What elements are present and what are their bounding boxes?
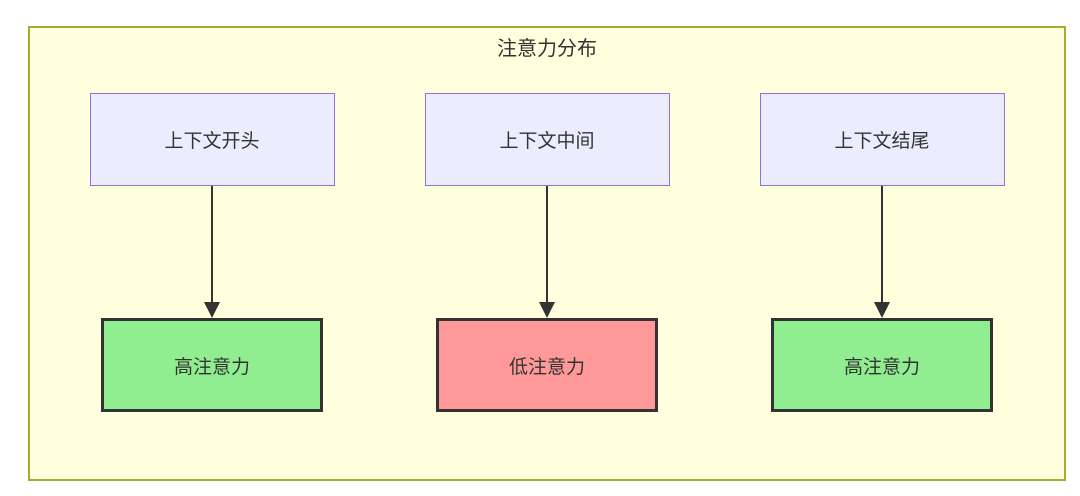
arrow-down-icon: [539, 186, 555, 318]
diagram-title: 注意力分布: [497, 38, 597, 60]
node-low-attention-label: 低注意力: [508, 356, 585, 378]
node-high-attention-left: 高注意力: [101, 318, 323, 412]
arrow-down-icon: [874, 186, 890, 318]
node-context-start: 上下文开头: [89, 93, 335, 186]
arrow-down-icon: [204, 186, 220, 318]
node-context-start-label: 上下文开头: [164, 131, 260, 152]
flow-column-context-start: 上下文开头 高注意力: [89, 93, 335, 412]
attention-distribution-group: 注意力分布 上下文开头 高注意力 上下文中间: [28, 26, 1066, 481]
node-low-attention: 低注意力: [436, 318, 658, 412]
flow-columns: 上下文开头 高注意力 上下文中间 低注意力: [30, 93, 1064, 412]
node-high-attention-right-label: 高注意力: [843, 356, 920, 378]
flow-column-context-middle: 上下文中间 低注意力: [424, 93, 670, 412]
node-context-end-label: 上下文结尾: [834, 131, 930, 152]
node-context-middle: 上下文中间: [424, 93, 670, 186]
flow-column-context-end: 上下文结尾 高注意力: [759, 93, 1005, 412]
node-high-attention-right: 高注意力: [771, 318, 993, 412]
node-context-middle-label: 上下文中间: [499, 131, 595, 152]
node-context-end: 上下文结尾: [759, 93, 1005, 186]
node-high-attention-left-label: 高注意力: [173, 356, 250, 378]
